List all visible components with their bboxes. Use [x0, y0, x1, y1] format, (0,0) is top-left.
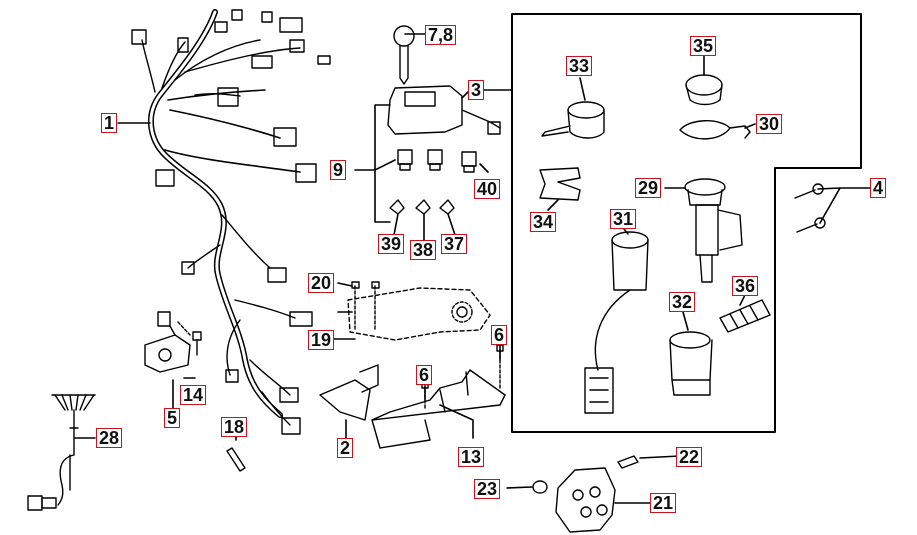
callout-19: 19 — [308, 330, 335, 350]
pin-drawing — [226, 447, 246, 472]
callout-3: 3 — [468, 80, 485, 100]
callout-31: 31 — [610, 209, 637, 229]
callout-9: 9 — [330, 160, 347, 180]
callout-40: 40 — [474, 179, 501, 199]
key-drawing — [393, 25, 415, 85]
relay-bracket-drawing — [144, 311, 202, 373]
relay-block-drawing — [387, 85, 501, 135]
kit-parts-drawing — [539, 74, 771, 414]
relays-drawing — [389, 149, 477, 215]
callout-33: 33 — [566, 56, 593, 76]
mount-plate-drawing — [347, 281, 491, 341]
callout-13: 13 — [458, 447, 485, 467]
callout-21: 21 — [650, 493, 677, 513]
screws-4-drawing — [794, 183, 826, 233]
callout-35: 35 — [690, 36, 717, 56]
callout-6-a: 6 — [416, 365, 433, 385]
callout-28: 28 — [96, 428, 123, 448]
callout-29: 29 — [635, 178, 662, 198]
callout-18: 18 — [221, 417, 248, 437]
callout-7-8: 7,8 — [425, 25, 457, 45]
callout-20: 20 — [308, 273, 335, 293]
callout-34: 34 — [530, 212, 557, 232]
wiring-harness-drawing — [131, 9, 331, 435]
callout-1: 1 — [101, 113, 118, 133]
callout-32: 32 — [669, 292, 696, 312]
bracket-13-drawing — [371, 344, 506, 449]
callout-38: 38 — [410, 240, 437, 260]
callout-2: 2 — [337, 438, 354, 458]
bracket-2-drawing — [319, 364, 379, 421]
callout-36: 36 — [732, 276, 759, 296]
callout-22: 22 — [676, 447, 703, 467]
ground-wire-drawing — [27, 394, 96, 511]
callout-37: 37 — [441, 234, 468, 254]
callout-14: 14 — [180, 385, 207, 405]
callout-23: 23 — [474, 479, 501, 499]
callout-6-b: 6 — [491, 325, 508, 345]
callout-5: 5 — [164, 408, 181, 428]
bottom-parts-drawing — [532, 455, 639, 533]
kit-outline — [511, 13, 862, 433]
callout-4: 4 — [870, 178, 887, 198]
callout-39: 39 — [378, 234, 405, 254]
callout-30: 30 — [756, 114, 783, 134]
